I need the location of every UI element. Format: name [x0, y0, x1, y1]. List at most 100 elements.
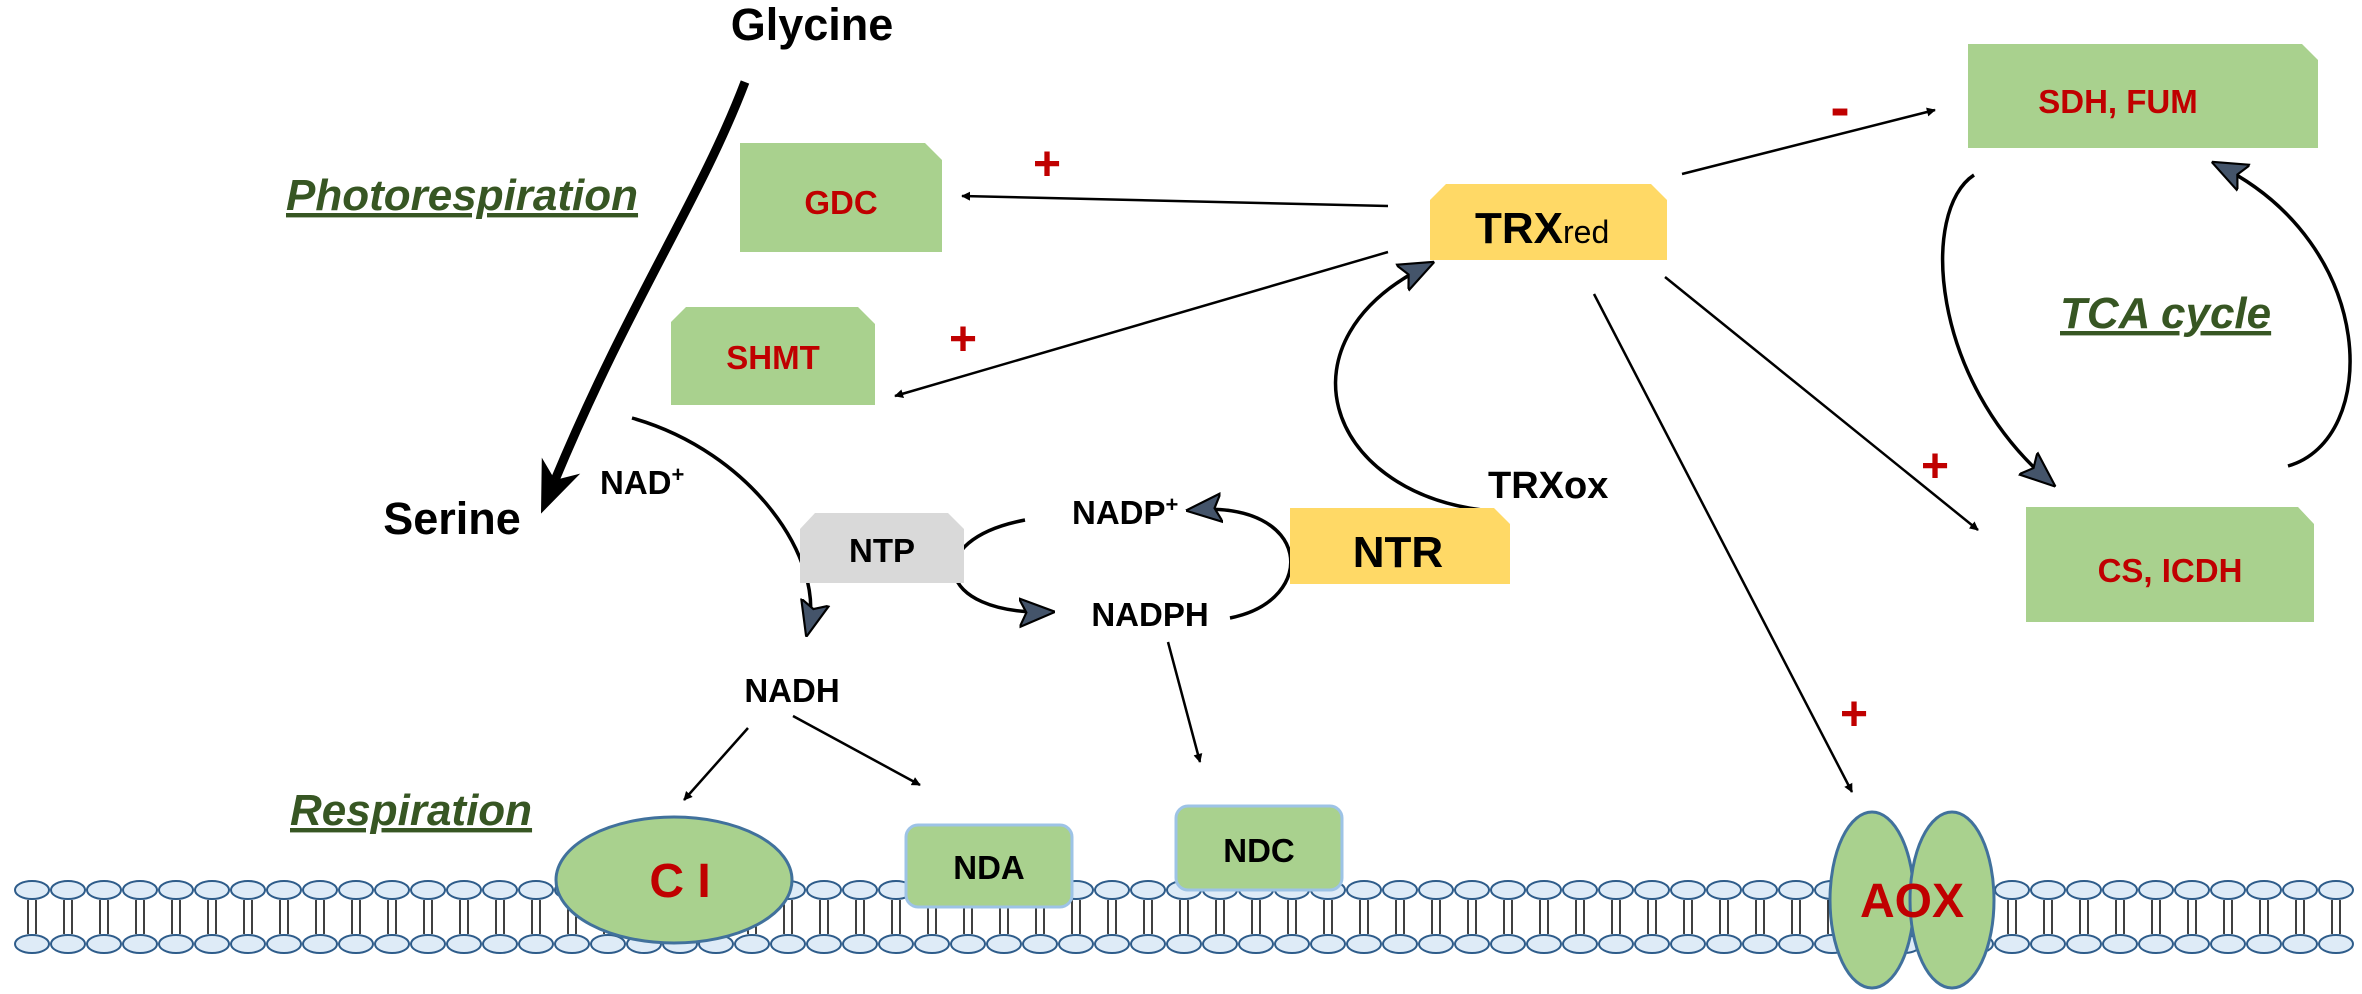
shmt-label: SHMT: [726, 339, 820, 376]
lipid-unit: [122, 880, 158, 954]
lipid-unit: [1634, 880, 1670, 954]
lipid-unit: [266, 880, 302, 954]
lipid-unit: [2282, 880, 2318, 954]
trx-to-sdh-fum-arrow: [1681, 107, 1936, 176]
glycine-label: Glycine: [731, 0, 894, 50]
lipid-unit: [1094, 880, 1130, 954]
lipid-unit: [1346, 880, 1382, 954]
lipid-unit: [806, 880, 842, 954]
trx-to-shmt-arrow: [894, 250, 1389, 399]
lipid-unit: [50, 880, 86, 954]
lipid-unit: [1382, 880, 1418, 954]
trx-ox-label: TRXox: [1488, 465, 1608, 507]
lipid-unit: [482, 880, 518, 954]
respiration-label: Respiration: [290, 786, 532, 835]
tca-right-arc: [2218, 165, 2352, 468]
lipid-unit: [1742, 880, 1778, 954]
glycine-to-serine-arrow: [540, 80, 750, 514]
trx-red-box: TRXred: [1430, 184, 1667, 260]
lipid-unit: [2066, 880, 2102, 954]
nadh-to-complex-i-arrow: [683, 727, 749, 801]
nadph-to-ndc-arrow: [1166, 641, 1203, 763]
lipid-unit: [302, 880, 338, 954]
lipid-unit: [1310, 880, 1346, 954]
complex-i: C I: [554, 815, 794, 945]
gdc-label: GDC: [804, 184, 877, 221]
nadp-plus-label: NADP+: [1072, 492, 1178, 531]
nadph-to-nadp-loop: [1193, 509, 1293, 620]
tca-cycle-label: TCA cycle: [2060, 289, 2271, 338]
trx-to-gdc-arrow: [961, 191, 1389, 208]
lipid-unit: [86, 880, 122, 954]
tca-left-arc: [1941, 173, 2050, 482]
aox-label: AOX: [1860, 875, 1964, 928]
lipid-unit: [230, 880, 266, 954]
serine-label: Serine: [383, 493, 521, 544]
nad-plus-label: NAD+: [600, 462, 684, 501]
sdh-fum-label: SDH, FUM: [2038, 83, 2198, 120]
lipid-unit: [1130, 880, 1166, 954]
nadp-to-nadph-loop: [952, 518, 1048, 612]
lipid-unit: [1562, 880, 1598, 954]
lipid-unit: [2210, 880, 2246, 954]
ntp-label: NTP: [849, 532, 915, 569]
lipid-unit: [518, 880, 554, 954]
aox-protein: AOX: [1828, 810, 1996, 990]
lipid-unit: [2174, 880, 2210, 954]
lipid-unit: [158, 880, 194, 954]
aox-regulation-sign: +: [1840, 688, 1868, 741]
lipid-unit: [1418, 880, 1454, 954]
lipid-unit: [410, 880, 446, 954]
sdh-fum-box: SDH, FUM: [1968, 44, 2318, 148]
lipid-unit: [1202, 880, 1238, 954]
nadph-label: NADPH: [1091, 596, 1208, 633]
shmt-regulation-sign: +: [949, 313, 977, 366]
cs-icdh-label: CS, ICDH: [2098, 552, 2243, 589]
nadh-to-nda-arrow: [792, 714, 921, 787]
lipid-unit: [1166, 880, 1202, 954]
ntr-label: NTR: [1353, 528, 1443, 577]
complex-i-label: C I: [649, 855, 710, 908]
lipid-unit: [2030, 880, 2066, 954]
ndc-label: NDC: [1223, 832, 1295, 869]
trxox-to-trxred-loop: [1333, 265, 1483, 512]
cs-icdh-regulation-sign: +: [1921, 440, 1949, 493]
lipid-unit: [1778, 880, 1814, 954]
lipid-unit: [2246, 880, 2282, 954]
lipid-unit: [1670, 880, 1706, 954]
lipid-unit: [1526, 880, 1562, 954]
lipid-unit: [446, 880, 482, 954]
ntr-box: NTR: [1290, 508, 1510, 584]
lipid-unit: [842, 880, 878, 954]
gdc-regulation-sign: +: [1033, 138, 1061, 191]
cs-icdh-box: CS, ICDH: [2026, 507, 2314, 622]
shmt-box: SHMT: [671, 307, 875, 405]
trx-to-aox-arrow: [1592, 293, 1854, 793]
trx-red-label: TRXred: [1475, 204, 1609, 253]
nadh-label: NADH: [744, 672, 839, 709]
sdh-fum-regulation-sign: -: [1830, 75, 1849, 140]
gdc-box: GDC: [740, 143, 942, 252]
lipid-unit: [194, 880, 230, 954]
lipid-unit: [1598, 880, 1634, 954]
nda-label: NDA: [953, 849, 1025, 886]
lipid-unit: [1238, 880, 1274, 954]
ntp-box: NTP: [800, 513, 964, 583]
lipid-unit: [1454, 880, 1490, 954]
trx-to-cs-icdh-arrow: [1664, 276, 1979, 531]
lipid-unit: [338, 880, 374, 954]
lipid-bilayer-membrane: [14, 880, 2354, 954]
lipid-unit: [2138, 880, 2174, 954]
lipid-unit: [1490, 880, 1526, 954]
lipid-unit: [14, 880, 50, 954]
nda-protein: NDA: [904, 823, 1074, 909]
arrows: [540, 80, 2352, 801]
lipid-unit: [2102, 880, 2138, 954]
photorespiration-label: Photorespiration: [286, 171, 638, 220]
lipid-unit: [2318, 880, 2354, 954]
lipid-unit: [374, 880, 410, 954]
lipid-unit: [1274, 880, 1310, 954]
nad-to-nadh-curve: [631, 416, 811, 630]
ndc-protein: NDC: [1174, 804, 1344, 892]
